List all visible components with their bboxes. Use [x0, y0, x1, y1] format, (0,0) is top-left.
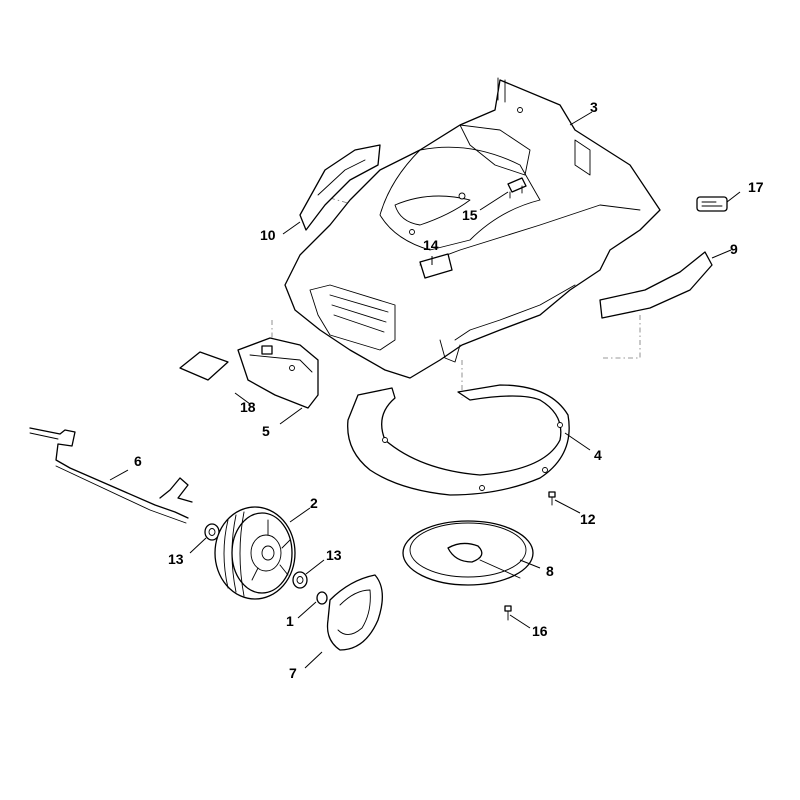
side-flap-left [299, 144, 381, 231]
callout-18: 18 [240, 399, 256, 415]
callout-9: 9 [730, 241, 738, 257]
callout-16: 16 [532, 623, 548, 639]
callout-14: 14 [423, 237, 439, 253]
callout-labels: 3 17 9 10 14 15 18 5 4 12 8 16 6 13 2 13… [134, 99, 764, 681]
label-part-17 [696, 196, 728, 212]
hub-cap-part-7 [326, 574, 383, 651]
callout-5: 5 [262, 423, 270, 439]
callout-15: 15 [462, 207, 478, 223]
callout-6: 6 [134, 453, 142, 469]
washer-right [292, 571, 308, 589]
baffle-ring [347, 384, 570, 496]
screw-part-12 [548, 491, 556, 506]
callout-4: 4 [594, 447, 602, 463]
cover-part-5 [237, 337, 319, 409]
callout-8: 8 [546, 563, 554, 579]
washer-left [204, 523, 220, 541]
callout-2: 2 [310, 495, 318, 511]
callout-17: 17 [748, 179, 764, 195]
deck-housing [284, 77, 661, 379]
callout-12: 12 [580, 511, 596, 527]
callout-1: 1 [286, 613, 294, 629]
nut-part-1 [316, 591, 328, 605]
wheel-part-2 [214, 506, 296, 600]
callout-7: 7 [289, 665, 297, 681]
callout-10: 10 [260, 227, 276, 243]
screw-part-16 [504, 605, 512, 621]
baffle-part-14 [419, 253, 453, 279]
side-trim-right [599, 251, 713, 319]
mulch-plate [402, 520, 534, 586]
callout-13-right: 13 [326, 547, 342, 563]
leader-lines [109, 111, 741, 669]
callout-3: 3 [590, 99, 598, 115]
clip-part-15 [507, 177, 527, 199]
plate-part-18 [179, 351, 229, 381]
callout-13-left: 13 [168, 551, 184, 567]
axle-part-6 [29, 427, 193, 524]
